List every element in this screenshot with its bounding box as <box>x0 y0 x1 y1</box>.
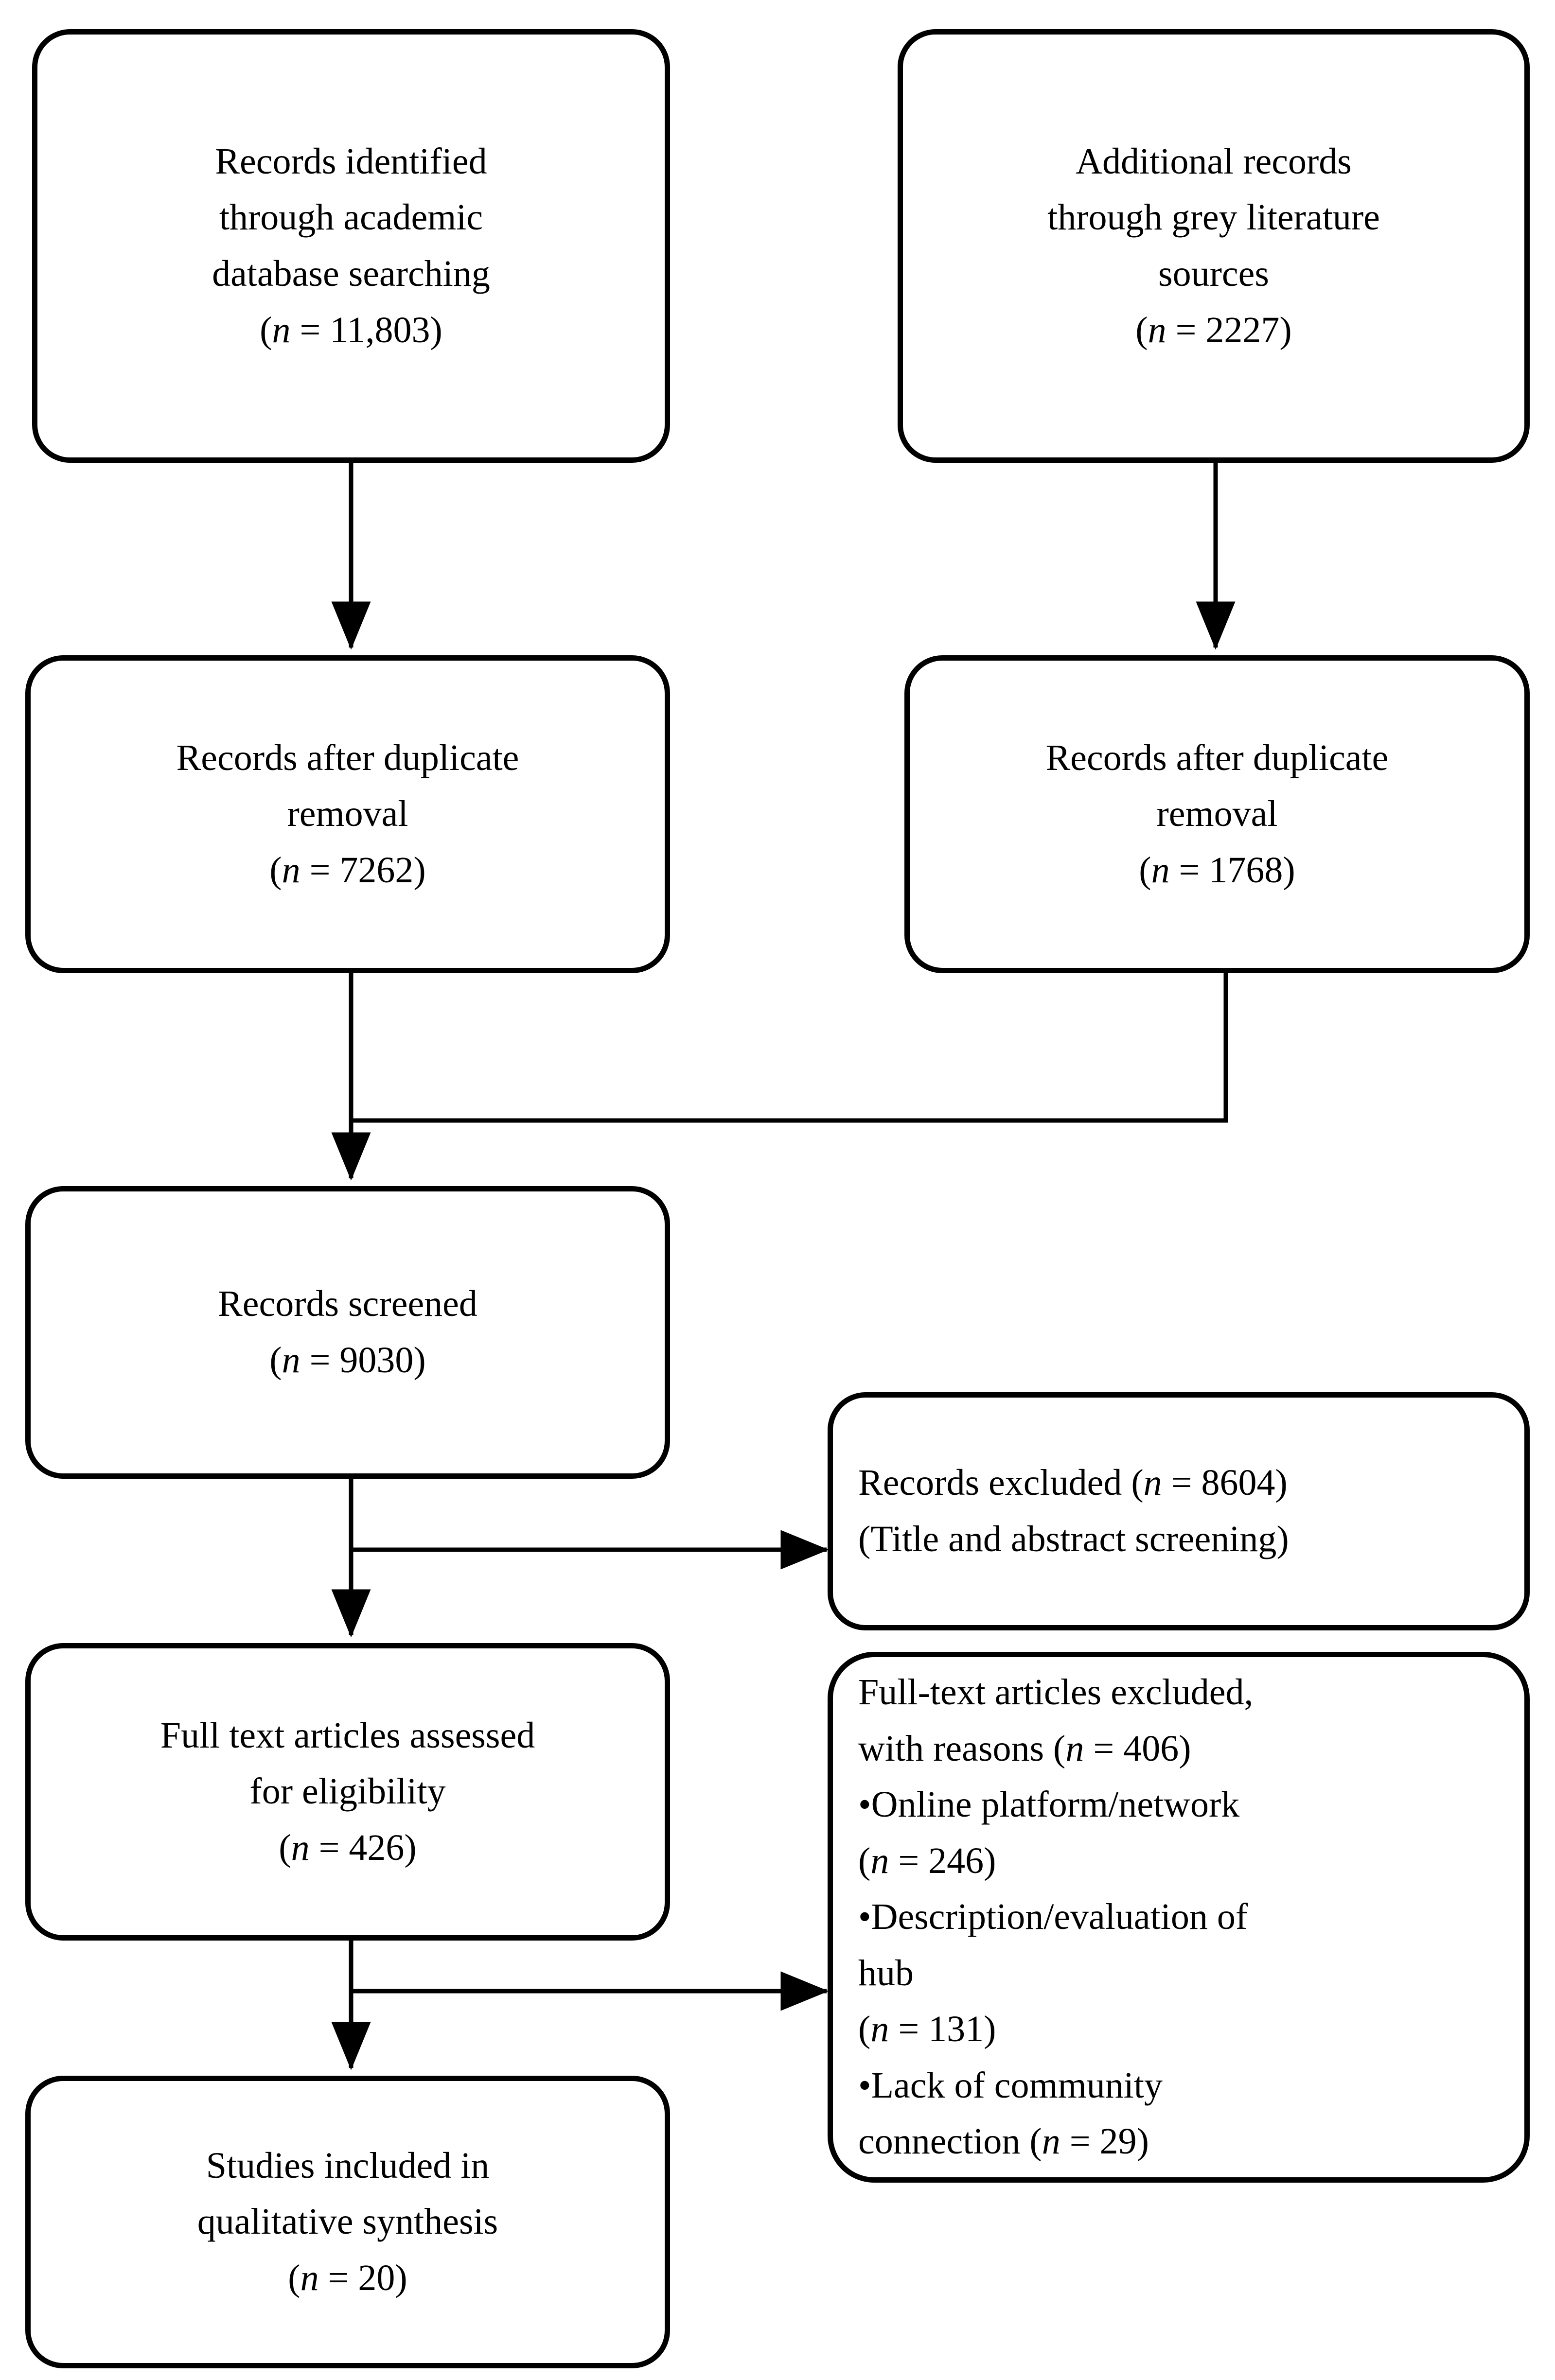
node-line: Records excluded (n = 8604) <box>858 1462 1288 1504</box>
node-line: for eligibility <box>249 1771 446 1812</box>
node-line: with reasons (n = 406) <box>858 1728 1191 1769</box>
exclusion-reason-line: •Description/evaluation of <box>858 1896 1248 1938</box>
node-count-line: (n = 7262) <box>269 849 426 891</box>
node-additional-records-grey: Additional records through grey literatu… <box>898 29 1530 463</box>
exclusion-reason-line: •Online platform/network <box>858 1784 1240 1825</box>
node-count-line: (n = 9030) <box>269 1340 426 1381</box>
exclusion-reason-count: (n = 131) <box>858 2009 996 2050</box>
node-line: Records screened <box>218 1283 477 1325</box>
node-line: Records after duplicate <box>1045 737 1389 778</box>
node-count-line: (n = 426) <box>279 1827 417 1868</box>
exclusion-reason-count: (n = 246) <box>858 1840 996 1881</box>
node-line: qualitative synthesis <box>197 2201 498 2242</box>
node-count-line: (n = 11,803) <box>260 309 442 350</box>
node-records-identified-academic: Records identified through academic data… <box>32 29 670 463</box>
node-line: sources <box>1158 253 1269 294</box>
node-studies-included-qualitative-synthesis: Studies included in qualitative synthesi… <box>25 2076 670 2368</box>
exclusion-reason-line-cont: connection (n = 29) <box>858 2121 1149 2162</box>
node-count-line: (n = 2227) <box>1135 309 1292 350</box>
node-line: (Title and abstract screening) <box>858 1519 1289 1559</box>
node-records-after-duplicate-removal-grey: Records after duplicate removal (n = 176… <box>904 655 1530 973</box>
node-line: through academic <box>219 197 483 238</box>
node-line: Records after duplicate <box>176 737 519 778</box>
node-line: Records identified <box>215 140 487 182</box>
node-line: Studies included in <box>206 2145 490 2186</box>
node-records-screened: Records screened (n = 9030) <box>25 1186 670 1479</box>
node-line: Full-text articles excluded, <box>858 1672 1254 1713</box>
node-line: Full text articles assessed <box>160 1715 535 1756</box>
exclusion-reason-line-cont: hub <box>858 1952 914 1994</box>
node-full-text-articles-assessed: Full text articles assessed for eligibil… <box>25 1643 670 1941</box>
node-line: removal <box>1156 793 1278 835</box>
node-line: Additional records <box>1076 140 1352 182</box>
node-line: removal <box>287 793 408 835</box>
node-line: through grey literature <box>1047 197 1380 238</box>
exclusion-reason-line: •Lack of community <box>858 2065 1163 2106</box>
node-line: database searching <box>212 253 490 294</box>
node-count-line: (n = 1768) <box>1139 849 1295 891</box>
node-records-excluded-title-abstract: Records excluded (n = 8604) (Title and a… <box>828 1392 1530 1630</box>
node-records-after-duplicate-removal-academic: Records after duplicate removal (n = 726… <box>25 655 670 973</box>
node-count-line: (n = 20) <box>288 2257 407 2298</box>
merge-connector-dedup-grey-to-screened <box>351 973 1228 1123</box>
node-full-text-articles-excluded-with-reasons: Full-text articles excluded, with reason… <box>828 1652 1530 2183</box>
